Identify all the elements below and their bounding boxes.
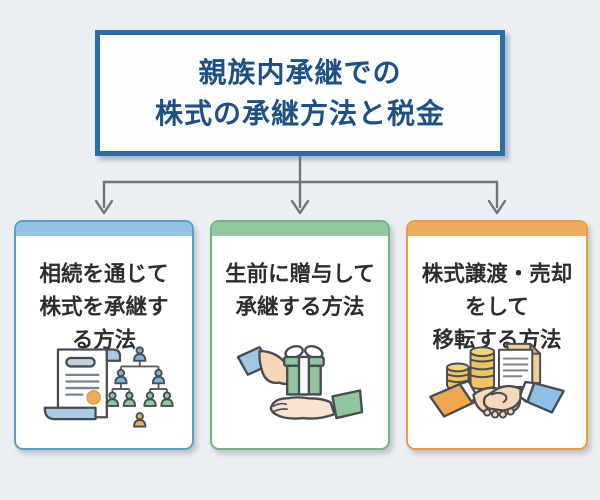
card-inheritance-line-1: 相続を通じて bbox=[39, 262, 169, 286]
card-sale-line-1: 株式譲渡・売却 bbox=[421, 262, 573, 286]
card-gift-band bbox=[212, 222, 388, 236]
card-inheritance-icon-area bbox=[16, 342, 192, 436]
card-inheritance-title: 相続を通じて 株式を承継す る方法 bbox=[16, 258, 192, 357]
card-gift: 生前に贈与して 承継する方法 bbox=[210, 220, 390, 450]
card-gift-icon-area bbox=[212, 342, 388, 436]
card-inheritance-band bbox=[16, 222, 192, 236]
card-inheritance: 相続を通じて 株式を承継す る方法 bbox=[14, 220, 194, 450]
card-sale-line-2: をして bbox=[465, 295, 529, 319]
card-gift-title: 生前に贈与して 承継する方法 bbox=[212, 258, 388, 324]
coins-documents-handshake-icon bbox=[429, 342, 565, 419]
card-sale: 株式譲渡・売却 をして 移転する方法 bbox=[406, 220, 588, 450]
card-sale-icon-area bbox=[408, 338, 586, 436]
card-gift-line-1: 生前に贈与して bbox=[225, 262, 375, 286]
title-box: 親族内承継での 株式の承継方法と税金 bbox=[95, 30, 505, 156]
gift-handover-icon bbox=[236, 345, 364, 420]
card-sale-band bbox=[408, 222, 586, 236]
title-line-2: 株式の承継方法と税金 bbox=[154, 98, 445, 129]
card-inheritance-line-3: る方法 bbox=[71, 328, 137, 352]
card-inheritance-line-2: 株式を承継す bbox=[39, 295, 169, 319]
card-gift-line-2: 承継する方法 bbox=[235, 295, 365, 319]
card-sale-line-3: 移転する方法 bbox=[432, 328, 562, 352]
will-and-family-tree-icon bbox=[43, 346, 174, 428]
title-line-1: 親族内承継での bbox=[198, 57, 402, 88]
card-sale-title: 株式譲渡・売却 をして 移転する方法 bbox=[408, 258, 586, 357]
